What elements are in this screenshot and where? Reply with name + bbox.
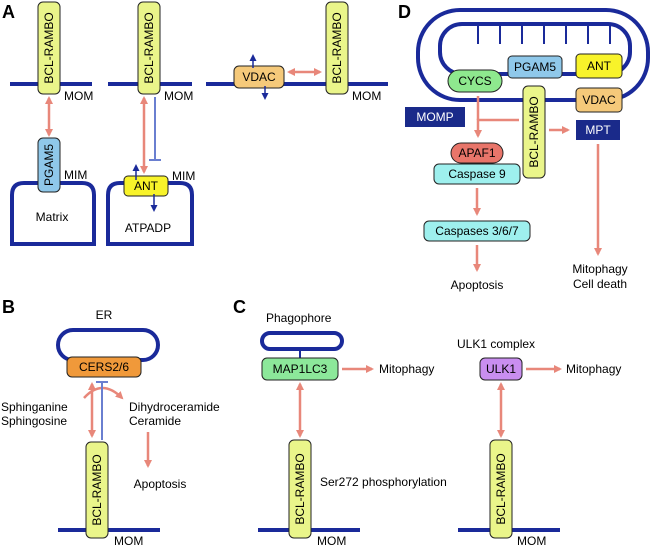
caspase9-box [433, 163, 521, 185]
bcl-rambo-box-a2 [137, 1, 161, 95]
apaf1-box [450, 142, 504, 164]
phagophore-membrane [260, 331, 344, 351]
panel-a: A BCL-RAMBO MOM PGAM5 MIM Matrix BCL-RAM… [2, 1, 388, 246]
vdac-box-d [575, 87, 623, 113]
mim-label-a2: MIM [172, 169, 195, 183]
atpadp-label: ATPADP [125, 221, 171, 235]
bcl-rambo-label-a2: BCL-RAMBO [142, 12, 156, 83]
vdac-label-d: VDAC [582, 93, 616, 107]
bcl-rambo-label-a1: BCL-RAMBO [42, 12, 56, 83]
mom-label-c1: MOM [317, 534, 346, 547]
map1lc3-box [261, 357, 339, 381]
panel-a-label: A [2, 2, 15, 22]
mitophagy-label-c1: Mitophagy [379, 362, 434, 376]
matrix-label: Matrix [36, 210, 69, 224]
caspase9-label: Caspase 9 [448, 167, 506, 181]
pgam5-box-d [507, 55, 563, 79]
bcl-rambo-box-c2 [489, 439, 513, 539]
panel-c: C Phagophore MAP1LC3 Mitophagy BCL-RAMBO… [233, 297, 621, 547]
cell-death-label: Cell death [573, 277, 627, 291]
sphinganine-label: Sphinganine [1, 400, 68, 414]
pgam5-label-d: PGAM5 [514, 60, 556, 74]
ceramide-label: Ceramide [129, 414, 181, 428]
panel-b-label: B [2, 297, 15, 317]
pgam5-label-a: PGAM5 [42, 144, 56, 186]
sphingosine-label: Sphingosine [1, 414, 67, 428]
bcl-rambo-label-b: BCL-RAMBO [90, 454, 104, 525]
mitophagy-label-c2: Mitophagy [566, 362, 621, 376]
cristae [477, 26, 611, 44]
ulk1-label: ULK1 [486, 362, 516, 376]
vdac-label-a: VDAC [242, 70, 276, 84]
panel-c-label: C [233, 297, 246, 317]
apoptosis-label-d: Apoptosis [451, 278, 504, 292]
mim-label-a1: MIM [64, 168, 87, 182]
ulk1-box [479, 357, 523, 381]
ser272-label: Ser272 phosphorylation [320, 475, 447, 489]
mpt-label: MPT [585, 123, 611, 137]
bcl-rambo-box-c1 [288, 439, 312, 539]
ant-box-a [123, 175, 169, 197]
mitophagy-label-d: Mitophagy [572, 262, 627, 276]
er-membrane [56, 328, 160, 362]
arrow-bcl-momp [474, 118, 519, 138]
mom-label-c2: MOM [517, 534, 546, 547]
caspases-box [423, 220, 531, 242]
vdac-box-a [233, 65, 285, 89]
panel-b: B ER CERS2/6 Sphinganine Sphingosine Dih… [1, 297, 220, 547]
mom-label-a3: MOM [352, 89, 381, 103]
mpt-box [576, 120, 620, 140]
bcl-rambo-label-c1: BCL-RAMBO [293, 453, 307, 524]
mom-label-a1: MOM [64, 89, 93, 103]
cycs-label: CYCS [458, 74, 491, 88]
bcl-rambo-box-b [85, 441, 109, 539]
ant-label-a: ANT [134, 179, 159, 193]
momp-box [405, 107, 465, 127]
bcl-rambo-label-c2: BCL-RAMBO [494, 453, 508, 524]
dihydroceramide-label: Dihydroceramide [129, 400, 220, 414]
caspases-label: Caspases 3/6/7 [435, 224, 519, 238]
cers-label: CERS2/6 [79, 360, 129, 374]
ant-label-d: ANT [587, 59, 612, 73]
phagophore-label: Phagophore [266, 311, 332, 325]
cycs-box [447, 69, 503, 93]
mom-label-a2: MOM [164, 89, 193, 103]
bcl-rambo-label-a3: BCL-RAMBO [330, 12, 344, 83]
pgam5-box-a [37, 137, 61, 193]
cers-box [66, 356, 142, 378]
map1lc3-label: MAP1LC3 [273, 362, 328, 376]
er-label: ER [96, 308, 113, 322]
apaf1-label: APAF1 [458, 146, 495, 160]
bcl-rambo-box-a3 [325, 1, 349, 95]
bcl-rambo-box-d [522, 85, 546, 179]
bcl-rambo-box-a1 [37, 1, 61, 95]
apoptosis-label-b: Apoptosis [134, 477, 187, 491]
ulk1-complex-label: ULK1 complex [457, 337, 535, 351]
mom-label-b: MOM [114, 534, 143, 547]
panel-d: D CYCS PGAM5 ANT VDAC BCL-RAMBO MOMP MPT [398, 2, 650, 292]
bcl-rambo-label-d: BCL-RAMBO [527, 96, 541, 167]
panel-d-label: D [398, 2, 411, 22]
ant-box-d [575, 53, 623, 79]
momp-label: MOMP [416, 110, 453, 124]
